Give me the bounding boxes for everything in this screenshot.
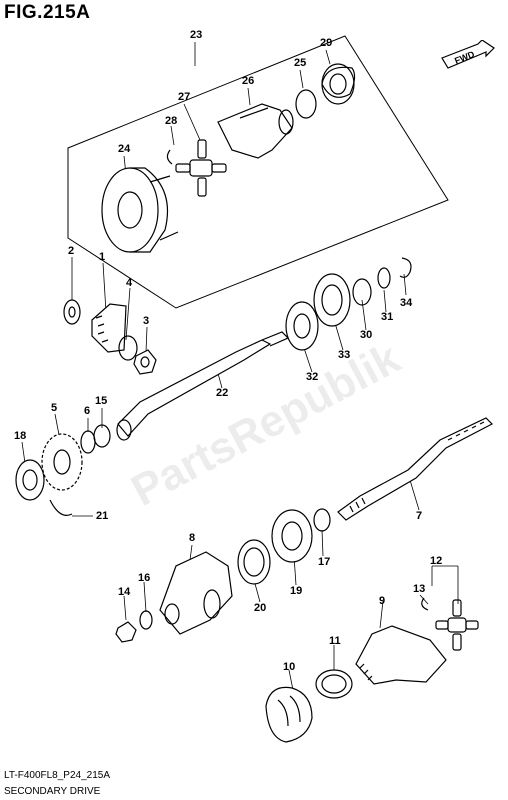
callout-26: 26 bbox=[242, 75, 255, 87]
callout-31: 31 bbox=[381, 311, 394, 323]
callout-11: 11 bbox=[329, 635, 341, 647]
bearing-32 bbox=[285, 301, 319, 351]
washer-15 bbox=[93, 424, 111, 448]
universal-joint-spider-27 bbox=[166, 139, 227, 197]
circlip-21 bbox=[49, 499, 73, 516]
callout-10: 10 bbox=[283, 661, 296, 673]
callout-3: 3 bbox=[143, 315, 150, 327]
washer-16 bbox=[139, 610, 153, 630]
callout-24: 24 bbox=[118, 143, 131, 155]
subassembly-box-23 bbox=[67, 35, 449, 309]
nut-3 bbox=[133, 349, 157, 375]
circlip-31 bbox=[377, 267, 391, 289]
yoke-26 bbox=[217, 103, 294, 159]
washer-2 bbox=[63, 299, 81, 325]
callout-22: 22 bbox=[216, 387, 229, 399]
snap-ring-34 bbox=[399, 257, 412, 278]
callout-30: 30 bbox=[360, 329, 373, 341]
callout-23: 23 bbox=[190, 29, 203, 41]
callout-2: 2 bbox=[68, 245, 75, 257]
callout-21: 21 bbox=[96, 510, 109, 522]
figure-title: FIG.215A bbox=[4, 2, 91, 23]
callout-33: 33 bbox=[338, 349, 351, 361]
nut-14 bbox=[115, 621, 137, 643]
ring-20 bbox=[237, 539, 271, 585]
yoke-9 bbox=[355, 625, 447, 685]
secondary-shaft-7 bbox=[337, 417, 494, 521]
boot-10 bbox=[265, 686, 313, 743]
bearing-18 bbox=[15, 459, 45, 501]
circlip-13 bbox=[421, 597, 429, 611]
callout-32: 32 bbox=[306, 371, 319, 383]
gear-5 bbox=[41, 433, 83, 491]
callout-13: 13 bbox=[413, 583, 426, 595]
bearing-19 bbox=[271, 509, 313, 563]
callout-27: 27 bbox=[178, 91, 191, 103]
callout-1: 1 bbox=[99, 251, 106, 263]
callout-18: 18 bbox=[14, 430, 27, 442]
washer-4 bbox=[118, 335, 138, 361]
callout-16: 16 bbox=[138, 572, 151, 584]
callout-6: 6 bbox=[84, 405, 91, 417]
ring-17 bbox=[313, 508, 331, 532]
callout-28: 28 bbox=[165, 115, 178, 127]
callout-14: 14 bbox=[118, 586, 131, 598]
universal-joint-spider-12 bbox=[435, 599, 479, 651]
fwd-arrow-icon: FWD bbox=[441, 40, 495, 69]
diagram-caption: SECONDARY DRIVE bbox=[4, 786, 101, 797]
yoke-8 bbox=[159, 551, 233, 635]
callout-25: 25 bbox=[294, 57, 307, 69]
callout-15: 15 bbox=[95, 395, 108, 407]
bearing-33 bbox=[313, 273, 351, 327]
drive-shaft-22 bbox=[116, 331, 290, 441]
bevel-gear-1 bbox=[91, 303, 127, 353]
callout-20: 20 bbox=[254, 602, 267, 614]
callout-19: 19 bbox=[290, 585, 303, 597]
washer-30 bbox=[352, 278, 372, 306]
callout-4: 4 bbox=[126, 277, 133, 289]
clamp-11 bbox=[315, 669, 353, 699]
callout-29: 29 bbox=[320, 37, 333, 49]
callout-34: 34 bbox=[400, 297, 413, 309]
callout-5: 5 bbox=[51, 402, 58, 414]
callout-17: 17 bbox=[318, 556, 331, 568]
callout-12: 12 bbox=[430, 555, 443, 567]
bearing-housing-24 bbox=[101, 167, 179, 253]
washer-6 bbox=[80, 430, 96, 454]
boot-29 bbox=[321, 63, 356, 105]
callout-7: 7 bbox=[416, 510, 423, 522]
diagram-code: LT-F400FL8_P24_215A bbox=[4, 770, 111, 781]
circlip-25 bbox=[295, 89, 317, 119]
fwd-label: FWD bbox=[453, 49, 476, 66]
callout-8: 8 bbox=[189, 532, 196, 544]
callout-9: 9 bbox=[379, 595, 386, 607]
